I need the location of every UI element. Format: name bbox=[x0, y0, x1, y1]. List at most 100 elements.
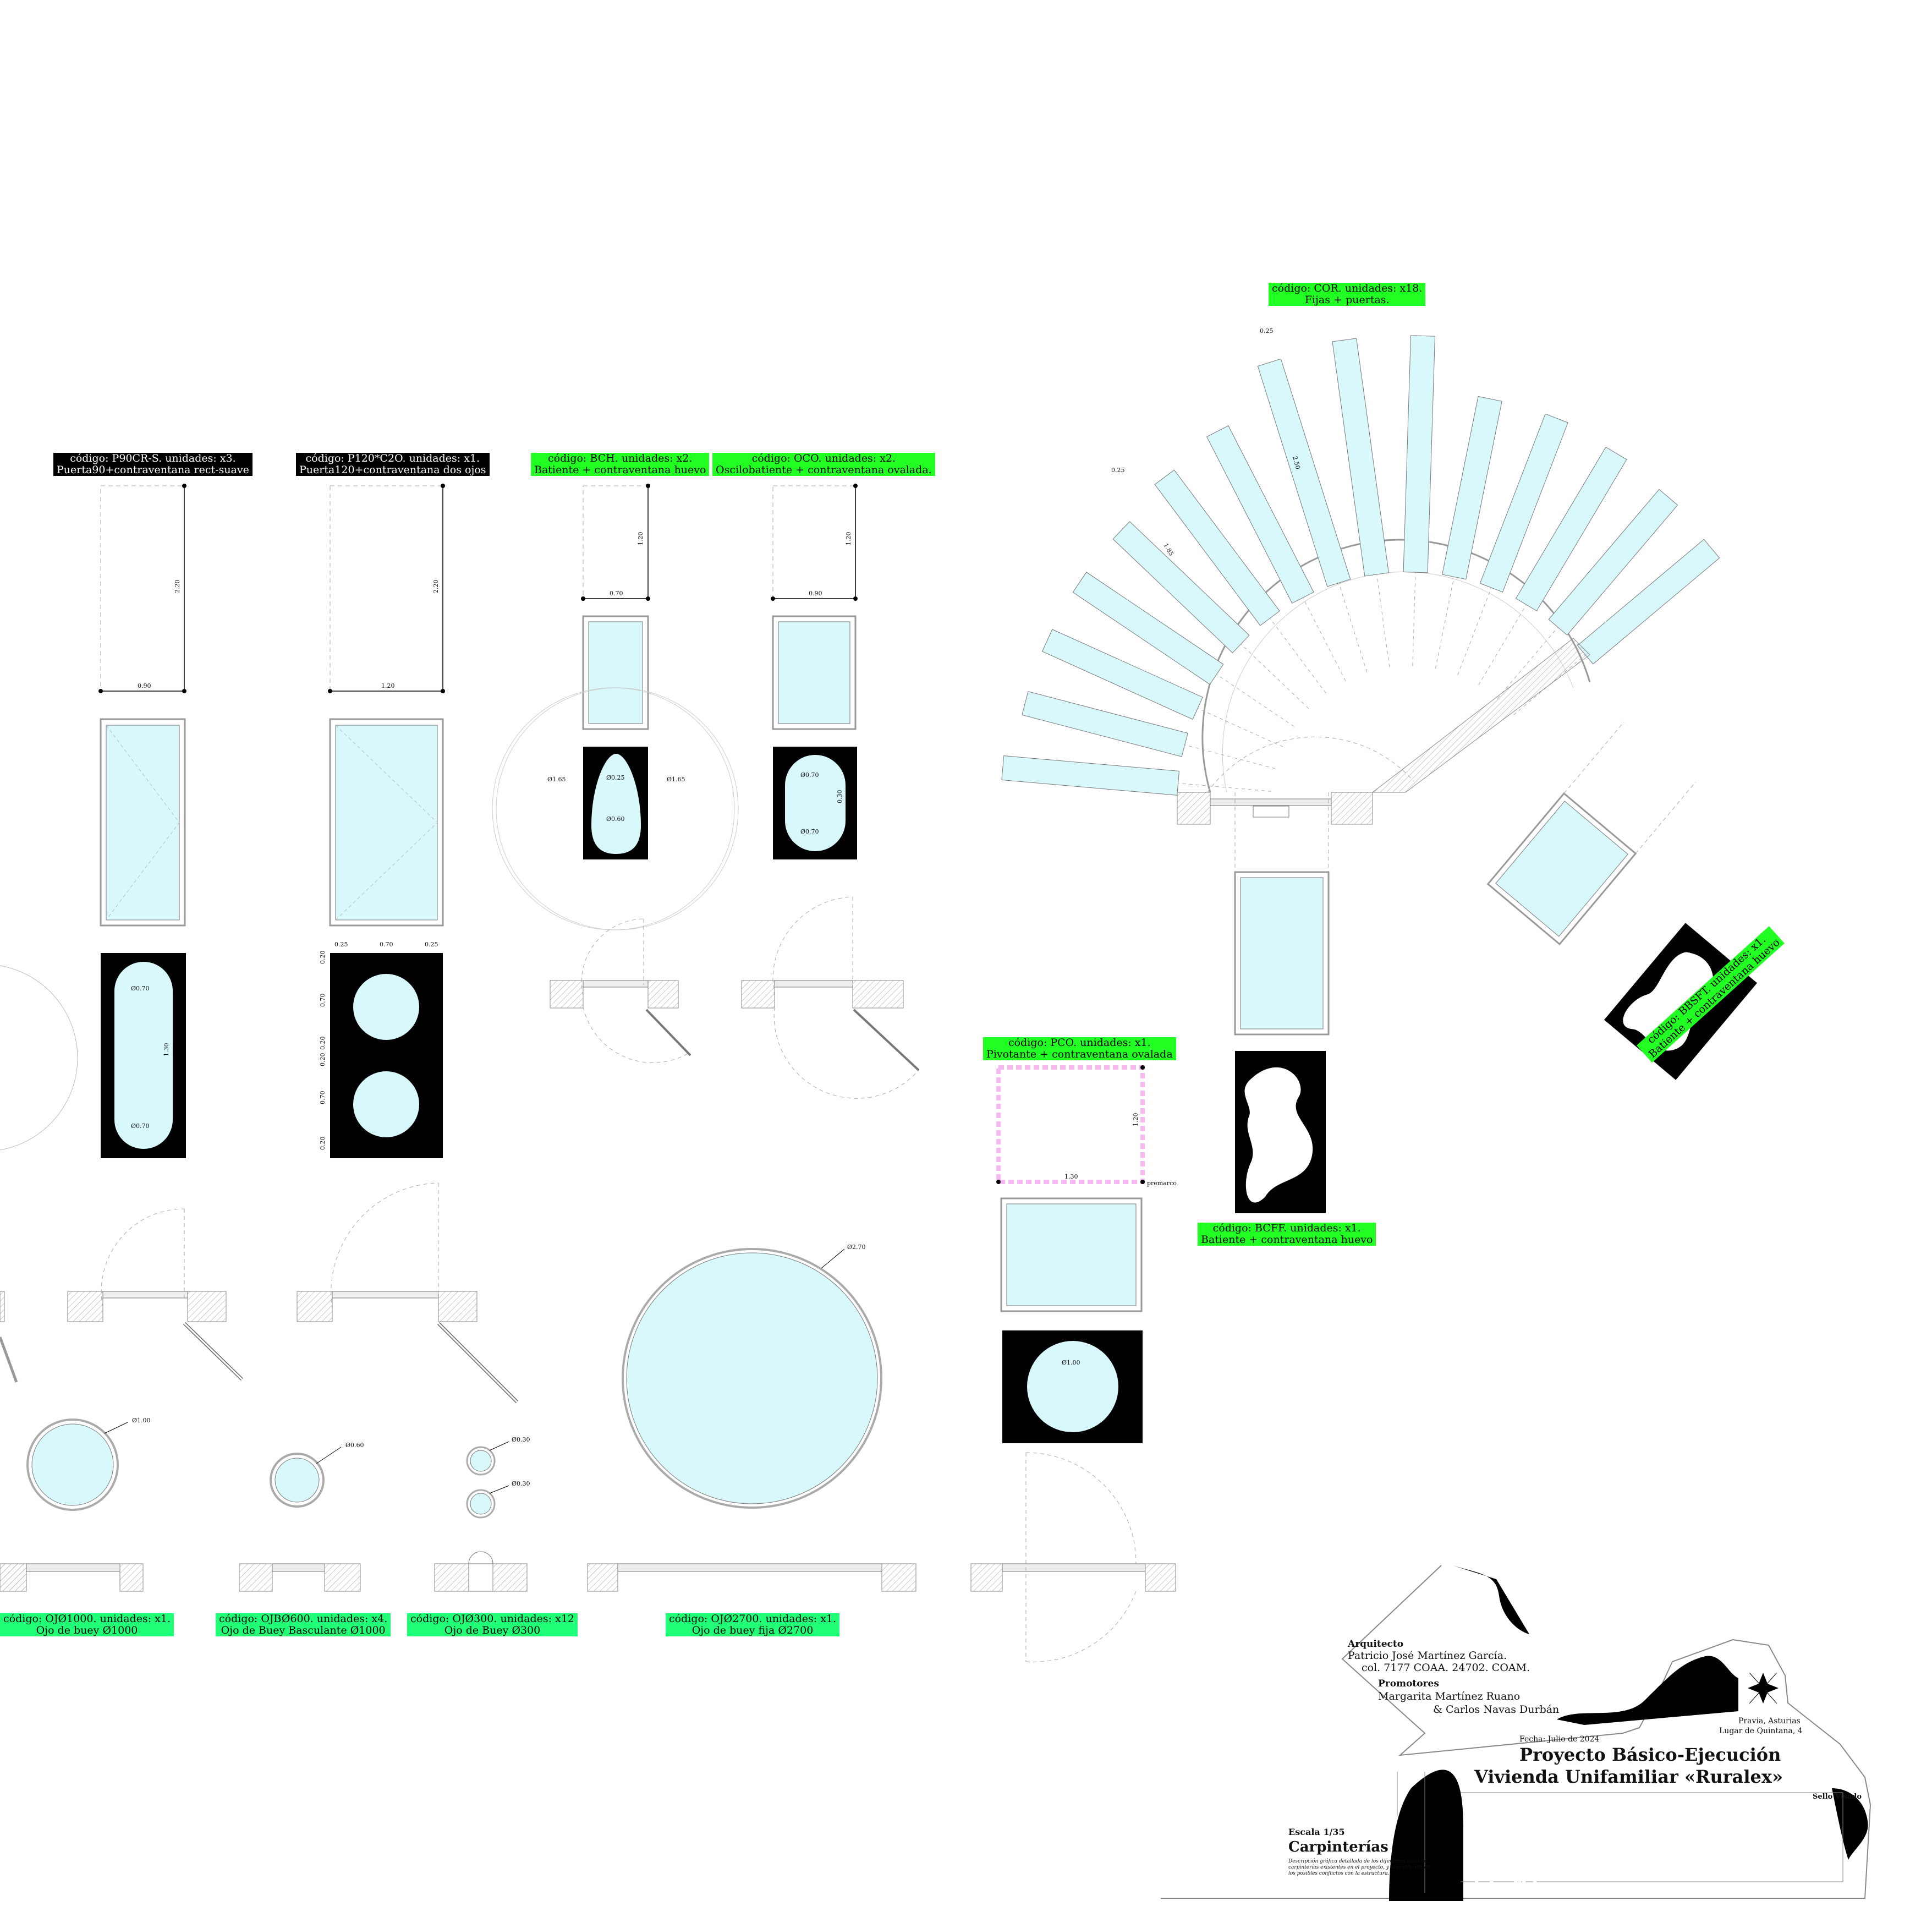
oco-shutter: Ø0.70 0.30 Ø0.70 bbox=[773, 747, 857, 859]
date: Fecha: Julio de 2024 bbox=[1519, 1735, 1600, 1744]
svg-text:Ø0.60: Ø0.60 bbox=[606, 815, 625, 823]
pco-window bbox=[1000, 1197, 1143, 1312]
cor-guide bbox=[1178, 782, 1271, 792]
p90-height-dim: 2.20 bbox=[174, 580, 181, 594]
oj2700-window: Ø2.70 bbox=[587, 1244, 916, 1592]
label-cor: código: COR. unidades: x18.Fijas + puert… bbox=[1269, 283, 1426, 306]
svg-text:0.90: 0.90 bbox=[809, 590, 822, 597]
svg-text:0.70: 0.70 bbox=[319, 1091, 326, 1105]
promoters-heading: Promotores bbox=[1378, 1678, 1439, 1689]
svg-text:1.20: 1.20 bbox=[381, 682, 395, 689]
oj1000-window: Ø1.00 bbox=[0, 1417, 151, 1592]
bbsft-shutter bbox=[1604, 923, 1758, 1080]
sheet-code-2: 17.01 bbox=[1469, 1868, 1542, 1896]
svg-text:0.30: 0.30 bbox=[836, 790, 843, 804]
cor-panel bbox=[1332, 338, 1389, 577]
p120-shutter: 0.25 0.70 0.25 0.20 0.70 0.20 0.20 0.70 … bbox=[319, 941, 443, 1158]
label-oco: código: OCO. unidades: x2.Oscilobatiente… bbox=[712, 453, 935, 476]
svg-text:Ø1.00: Ø1.00 bbox=[1062, 1359, 1080, 1366]
svg-text:Ø2.70: Ø2.70 bbox=[847, 1244, 866, 1251]
svg-text:1.30: 1.30 bbox=[163, 1043, 170, 1057]
label-bch: código: BCH. unidades: x2.Batiente + con… bbox=[531, 453, 710, 476]
svg-text:Ø0.30: Ø0.30 bbox=[512, 1480, 530, 1487]
svg-text:Ø0.70: Ø0.70 bbox=[131, 985, 150, 992]
svg-text:1.20: 1.20 bbox=[1132, 1113, 1139, 1127]
svg-text:2.20: 2.20 bbox=[432, 580, 440, 594]
label-oj1000: código: OJØ1000. unidades: x1.Ojo de bue… bbox=[0, 1613, 174, 1636]
scale: Escala 1/35 bbox=[1288, 1827, 1345, 1837]
cor-guide bbox=[1216, 674, 1294, 727]
cor-guide bbox=[1270, 618, 1326, 694]
p90-window bbox=[100, 718, 186, 927]
p90-width-dim: 0.90 bbox=[138, 682, 151, 689]
cor-fan: 0.25 2.50 0.25 1.85 bbox=[1001, 327, 1720, 825]
promoter-1: Margarita Martínez Ruano bbox=[1378, 1690, 1521, 1702]
svg-text:1.20: 1.20 bbox=[637, 532, 644, 546]
cor-shutter bbox=[1235, 1051, 1326, 1213]
svg-text:0.20: 0.20 bbox=[319, 1137, 326, 1151]
svg-text:0.70: 0.70 bbox=[319, 994, 326, 1007]
svg-text:0.25: 0.25 bbox=[1111, 467, 1125, 474]
label-p90: código: P90CR-S. unidades: x3.Puerta90+c… bbox=[53, 453, 253, 476]
cor-panel bbox=[1577, 539, 1720, 665]
svg-text:1.20: 1.20 bbox=[845, 532, 852, 546]
svg-text:Ø1.65: Ø1.65 bbox=[547, 776, 566, 783]
bcff-shutter: Ø1.00 bbox=[1002, 1330, 1143, 1443]
svg-text:0.25: 0.25 bbox=[1260, 327, 1274, 335]
sheet-title: Carpinterías bbox=[1288, 1839, 1388, 1855]
architect-name: Patricio José Martínez García. bbox=[1348, 1650, 1507, 1662]
bch-plan bbox=[550, 918, 691, 1063]
architect-reg: col. 7177 COAA. 24702. COAM. bbox=[1362, 1662, 1530, 1674]
svg-text:Ø0.70: Ø0.70 bbox=[800, 828, 819, 835]
p120-plan bbox=[297, 1182, 519, 1404]
cor-guide bbox=[1241, 644, 1309, 709]
cor-guide bbox=[1412, 572, 1416, 666]
svg-text:Ø0.25: Ø0.25 bbox=[606, 774, 625, 781]
cor-panel bbox=[1001, 755, 1180, 796]
p120-window bbox=[329, 718, 444, 927]
location-1: Pravia, Asturias bbox=[1738, 1717, 1801, 1726]
cor-guide bbox=[1302, 598, 1346, 681]
bch-elevation: 1.20 0.70 bbox=[581, 484, 650, 601]
svg-text:0.25: 0.25 bbox=[334, 941, 348, 948]
promoter-2: & Carlos Navas Durbán bbox=[1433, 1704, 1560, 1716]
svg-text:Ø0.60: Ø0.60 bbox=[345, 1442, 364, 1449]
bch-shutter: Ø0.25 Ø0.60 Ø1.65 Ø1.65 bbox=[492, 687, 739, 930]
label-oj2700: código: OJØ2700. unidades: x1.Ojo de bue… bbox=[666, 1613, 840, 1636]
label-p120: código: P120*C2O. unidades: x1.Puerta120… bbox=[296, 453, 490, 476]
oco-window bbox=[772, 615, 857, 730]
svg-text:0.70: 0.70 bbox=[610, 590, 623, 597]
sheet-description: Descripción gráfica detallada de los dif… bbox=[1288, 1859, 1431, 1876]
p90-plan bbox=[67, 1208, 244, 1381]
cor-window bbox=[1234, 792, 1330, 1036]
cor-guide bbox=[1497, 627, 1558, 699]
bch-window bbox=[582, 615, 649, 730]
title-block bbox=[1161, 1565, 1871, 1901]
svg-text:Ø0.70: Ø0.70 bbox=[131, 1122, 150, 1130]
project-title-1: Proyecto Básico-Ejecución bbox=[1519, 1744, 1781, 1765]
svg-text:Ø0.70: Ø0.70 bbox=[800, 771, 819, 779]
oj300-window: Ø0.30 Ø0.30 bbox=[434, 1436, 530, 1592]
svg-text:premarco: premarco bbox=[1147, 1180, 1177, 1187]
sheet-code-1: PL bbox=[1525, 1841, 1554, 1869]
svg-text:0.70: 0.70 bbox=[380, 941, 393, 948]
svg-text:0.20: 0.20 bbox=[319, 951, 326, 965]
project-title-2: Vivienda Unifamiliar «Ruralex» bbox=[1474, 1766, 1783, 1787]
cor-guide bbox=[1197, 708, 1283, 747]
svg-text:1.30: 1.30 bbox=[1064, 1173, 1078, 1180]
p90-elevation: 2.20 0.90 bbox=[98, 484, 186, 693]
cor-guide bbox=[1457, 587, 1492, 675]
pco-elevation: 1.20 1.30 premarco bbox=[996, 1065, 1177, 1187]
svg-text:0.20: 0.20 bbox=[319, 1053, 326, 1067]
oco-elevation: 1.20 0.90 bbox=[771, 484, 858, 601]
svg-text:Ø0.30: Ø0.30 bbox=[512, 1436, 530, 1443]
p120-elevation: 2.20 1.20 bbox=[328, 484, 445, 693]
ojb600-window: Ø0.60 bbox=[239, 1442, 364, 1592]
svg-text:0.20: 0.20 bbox=[319, 1037, 326, 1050]
svg-text:2.50: 2.50 bbox=[1291, 455, 1302, 470]
svg-text:Ø1.65: Ø1.65 bbox=[667, 776, 685, 783]
cor-guide bbox=[1376, 574, 1390, 667]
location-2: Lugar de Quintana, 4 bbox=[1719, 1727, 1803, 1735]
